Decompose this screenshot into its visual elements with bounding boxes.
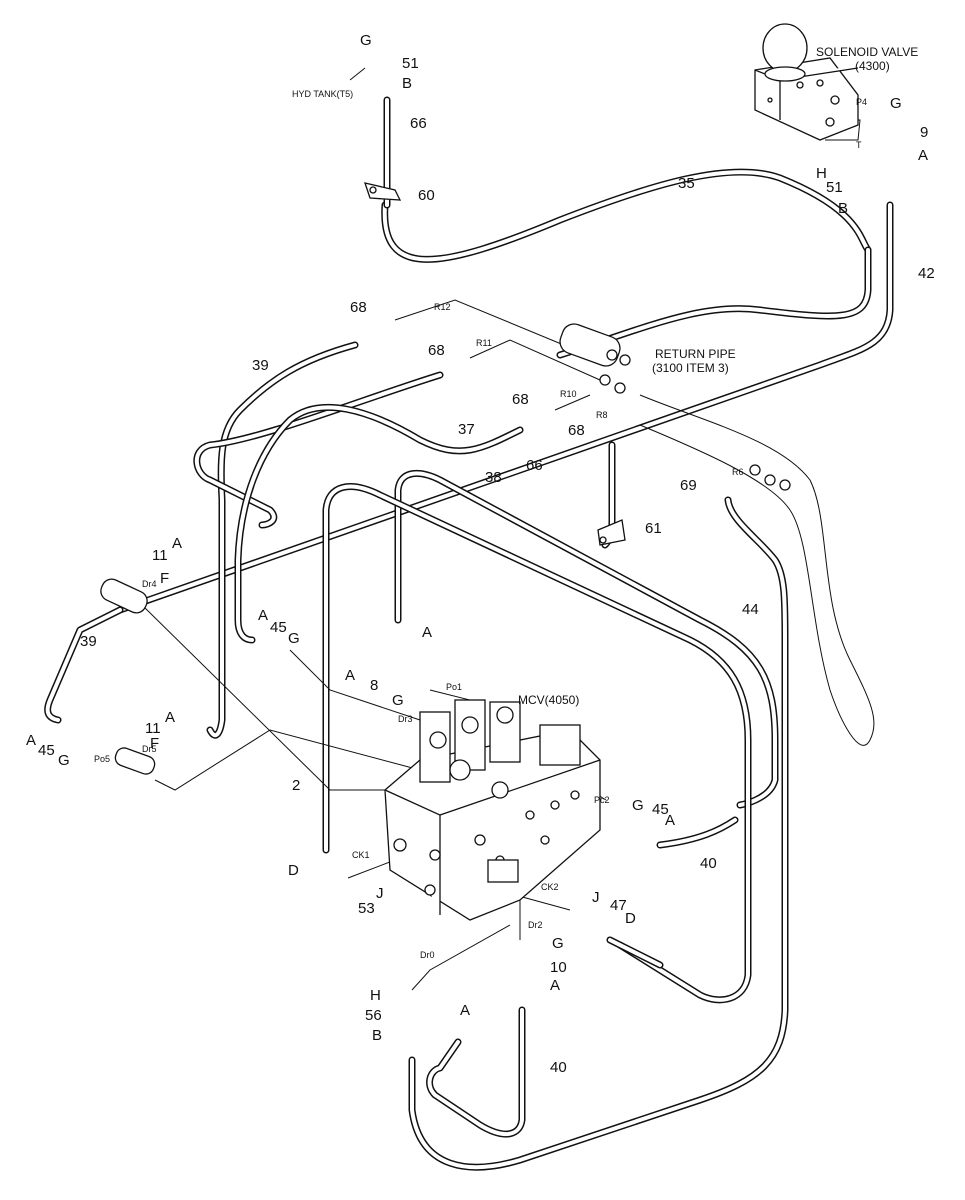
callout-labels: G 51 B 66 60 G 9 A H 51 B 35 42 68 68 68…	[26, 32, 935, 1076]
callout-b: B	[372, 1027, 382, 1044]
callout-39: 39	[80, 633, 97, 650]
callout-44: 44	[742, 601, 759, 618]
callout-66: 66	[526, 457, 543, 474]
return-pipe-title: RETURN PIPE	[655, 347, 736, 361]
return-pipe-ref: (3100 ITEM 3)	[652, 361, 729, 375]
callout-g: G	[632, 797, 644, 814]
port-pc2: Pc2	[594, 795, 610, 805]
callout-a: A	[258, 607, 268, 624]
callout-37: 37	[458, 421, 475, 438]
callout-a: A	[665, 812, 675, 829]
return-pipe	[559, 323, 791, 491]
port-r12: R12	[434, 302, 451, 312]
clamps	[364, 182, 626, 546]
callout-a: A	[26, 732, 36, 749]
port-r6: R6	[732, 467, 744, 477]
callout-69: 69	[680, 477, 697, 494]
callout-40: 40	[700, 855, 717, 872]
callout-g: G	[552, 935, 564, 952]
callout-h: H	[370, 987, 381, 1004]
port-dr5: Dr5	[142, 744, 157, 754]
callout-h: H	[816, 165, 827, 182]
callout-66: 66	[410, 115, 427, 132]
callout-g: G	[392, 692, 404, 709]
port-r8: R8	[596, 410, 608, 420]
callout-d: D	[288, 862, 299, 879]
solenoid-valve	[754, 23, 859, 141]
callout-9: 9	[920, 124, 928, 141]
callout-2: 2	[292, 777, 300, 794]
callout-11: 11	[152, 547, 168, 564]
port-dr4: Dr4	[142, 579, 157, 589]
solenoid-valve-title: SOLENOID VALVE	[816, 45, 918, 59]
callout-g: G	[288, 630, 300, 647]
callout-j: J	[376, 885, 384, 902]
callout-g: G	[58, 752, 70, 769]
port-labels: P4 T R12 R11 R10 R8 R6 Dr4 Dr3 Po1 Dr5 P…	[94, 97, 867, 960]
callout-68: 68	[428, 342, 445, 359]
callout-39: 39	[252, 357, 269, 374]
callout-40: 40	[550, 1059, 567, 1076]
callout-45: 45	[270, 619, 287, 636]
callout-b: B	[402, 75, 412, 92]
port-dr0: Dr0	[420, 950, 435, 960]
callout-a: A	[460, 1002, 470, 1019]
callout-11: 11	[145, 720, 161, 737]
callout-8: 8	[370, 677, 378, 694]
callout-47: 47	[610, 897, 627, 914]
callout-j: J	[592, 889, 600, 906]
callout-68: 68	[512, 391, 529, 408]
callout-a: A	[172, 535, 182, 552]
port-dr2: Dr2	[528, 920, 543, 930]
mcv-title: MCV(4050)	[518, 693, 579, 707]
port-r10: R10	[560, 389, 577, 399]
callout-45: 45	[38, 742, 55, 759]
port-ck2: CK2	[541, 882, 559, 892]
callout-b: B	[838, 200, 848, 217]
callout-35: 35	[678, 175, 695, 192]
port-r11: R11	[476, 338, 492, 348]
mcv-block	[384, 699, 601, 921]
callout-a: A	[422, 624, 432, 641]
port-po5: Po5	[94, 754, 110, 764]
callout-51: 51	[826, 179, 843, 196]
callout-38: 38	[485, 469, 502, 486]
callout-53: 53	[358, 900, 375, 917]
callout-a: A	[550, 977, 560, 994]
pipes	[44, 96, 894, 1171]
callout-g: G	[360, 32, 372, 49]
callout-g: G	[890, 95, 902, 112]
port-t: T	[856, 140, 862, 150]
callout-68: 68	[350, 299, 367, 316]
callout-56: 56	[365, 1007, 382, 1024]
callout-60: 60	[418, 187, 435, 204]
solenoid-valve-id: (4300)	[855, 59, 890, 73]
callout-a: A	[165, 709, 175, 726]
port-ck1: CK1	[352, 850, 370, 860]
callout-61: 61	[645, 520, 662, 537]
callout-68: 68	[568, 422, 585, 439]
hyd-tank-label: HYD TANK(T5)	[292, 89, 353, 99]
callout-45: 45	[652, 801, 669, 818]
port-p4: P4	[856, 97, 867, 107]
port-po1: Po1	[446, 682, 462, 692]
port-dr3: Dr3	[398, 714, 413, 724]
callout-a: A	[345, 667, 355, 684]
callout-f: F	[160, 570, 169, 587]
callout-51: 51	[402, 55, 419, 72]
pilot-handles	[100, 578, 156, 775]
callout-a: A	[918, 147, 928, 164]
callout-f: F	[150, 735, 159, 752]
callout-10: 10	[550, 959, 567, 976]
callout-d: D	[625, 910, 636, 927]
callout-42: 42	[918, 265, 935, 282]
